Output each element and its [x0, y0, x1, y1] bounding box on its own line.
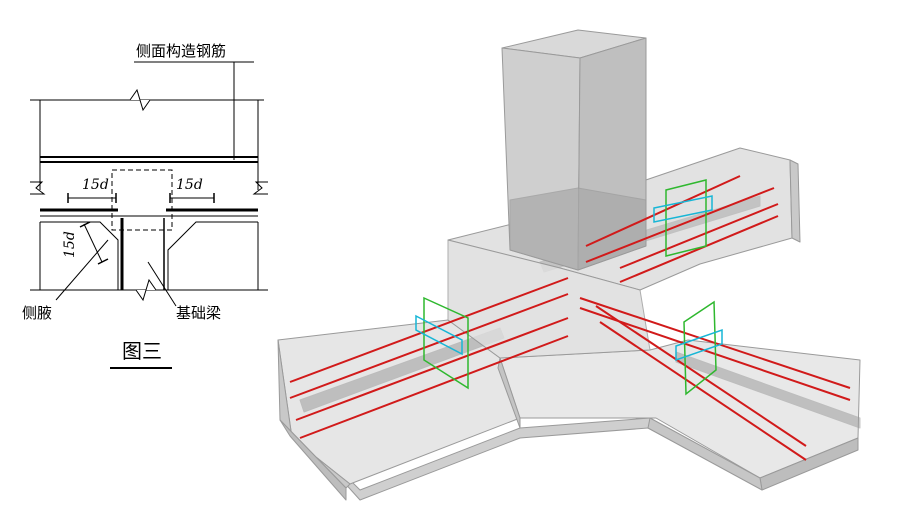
stirrups	[415, 179, 723, 396]
break-mark-top	[129, 88, 151, 112]
dim-label-vertical: 15d	[62, 231, 78, 258]
rebars-red	[289, 175, 851, 461]
label-side-rebar: 侧面构造钢筋	[136, 42, 226, 60]
label-haunch: 侧腋	[22, 304, 52, 322]
3d-model	[277, 29, 861, 501]
dim-label-right: 15d	[176, 177, 203, 193]
dim-label-left: 15d	[82, 177, 109, 193]
detail-drawing: 侧面构造钢筋 15d 15d	[22, 42, 268, 369]
label-foundation-beam: 基础梁	[176, 304, 221, 322]
figure-title: 图三	[122, 339, 162, 363]
